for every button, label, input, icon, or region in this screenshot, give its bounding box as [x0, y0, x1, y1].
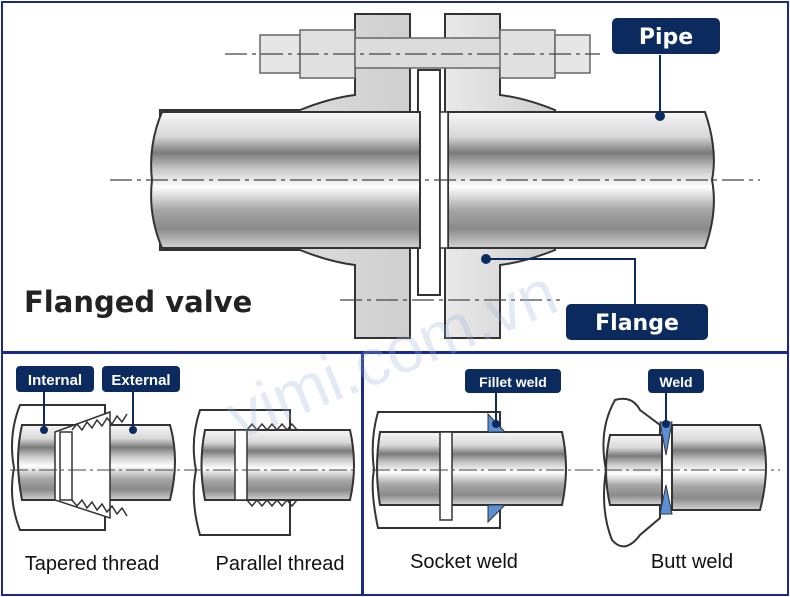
- weld-leader-dot: [662, 420, 670, 428]
- socket-weld-caption: Socket weld: [410, 551, 518, 573]
- parallel-thread-figure: [192, 409, 355, 536]
- pipe-label-box: [612, 18, 720, 54]
- internal-leader-dot: [40, 426, 48, 434]
- butt-weld-bottom: [659, 484, 673, 515]
- weld-label: Weld: [659, 374, 692, 390]
- internal-label-box: [16, 366, 94, 392]
- flanged-valve-panel: Pipe Flange Flanged valve: [1, 1, 789, 353]
- welded-connections-panel: Fillet weld Weld Socket weld Butt weld: [362, 352, 789, 596]
- fillet-weld-label-box: [465, 369, 561, 393]
- pipe-label: Pipe: [639, 25, 693, 50]
- internal-label: Internal: [28, 372, 82, 389]
- weld-label-box: [648, 369, 704, 393]
- parallel-thread-caption: Parallel thread: [216, 553, 345, 575]
- fillet-weld-leader-dot: [492, 420, 500, 428]
- butt-weld-caption: Butt weld: [651, 551, 733, 573]
- threaded-connections-panel: Internal External Tapered thread Paralle…: [1, 352, 363, 596]
- tapered-thread-caption: Tapered thread: [25, 553, 160, 575]
- flange-label-box: [566, 304, 708, 340]
- tapered-thread-figure: [11, 404, 176, 531]
- external-label: External: [111, 372, 170, 389]
- flange-leader-dot: [481, 254, 491, 264]
- butt-weld-figure: [602, 397, 767, 548]
- flange-leader-line: [486, 258, 636, 305]
- left-pipe: [150, 111, 421, 249]
- external-leader-dot: [129, 426, 137, 434]
- external-label-box: [102, 366, 180, 392]
- fillet-weld-label: Fillet weld: [479, 374, 547, 390]
- flange-label: Flange: [595, 311, 679, 336]
- socket-fillet-weld-bottom: [487, 504, 507, 524]
- flanged-valve-title: Flanged valve: [24, 285, 252, 319]
- pipe-leader-dot: [655, 111, 665, 121]
- gasket: [417, 69, 441, 296]
